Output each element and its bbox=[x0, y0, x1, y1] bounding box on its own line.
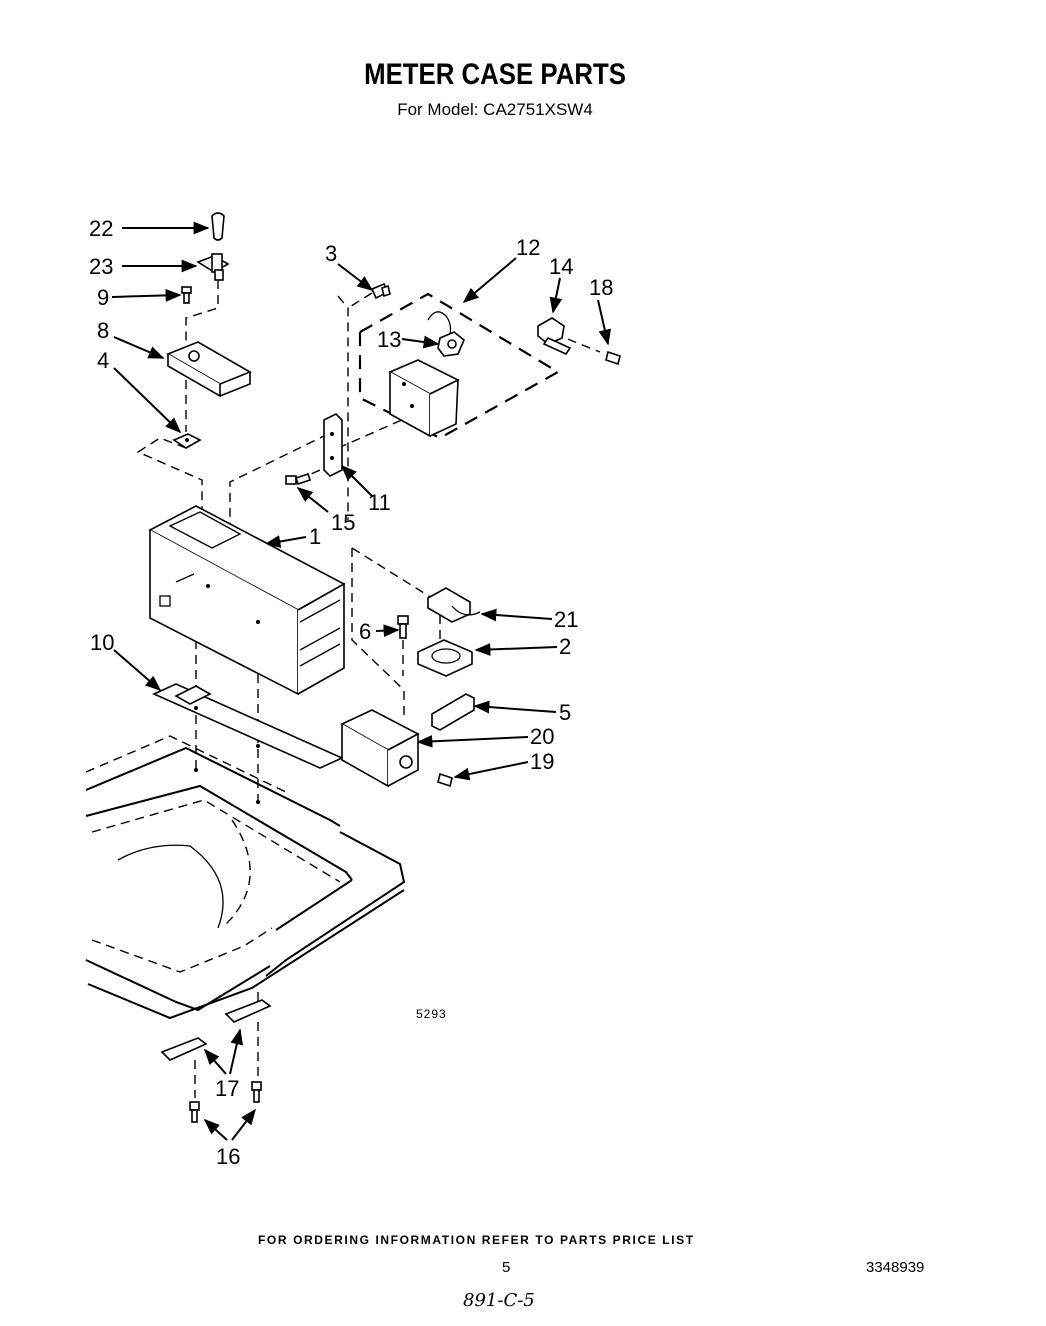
slide-5 bbox=[431, 693, 475, 731]
ordering-info-note: FOR ORDERING INFORMATION REFER TO PARTS … bbox=[258, 1233, 695, 1247]
coin-box-20 bbox=[340, 709, 420, 788]
callout-6: 6 bbox=[359, 619, 372, 644]
callout-21: 21 bbox=[554, 607, 579, 632]
callout-18: 18 bbox=[589, 275, 614, 300]
callout-2: 2 bbox=[559, 634, 572, 659]
drawing-code: 5293 bbox=[416, 1007, 447, 1021]
model-subtitle: For Model: CA2751XSW4 bbox=[397, 100, 593, 119]
page-number: 5 bbox=[502, 1259, 511, 1276]
screw-3 bbox=[370, 282, 391, 300]
screw-15 bbox=[285, 472, 312, 486]
callout-13: 13 bbox=[377, 327, 402, 352]
callout-10: 10 bbox=[90, 630, 115, 655]
callout-9: 9 bbox=[97, 285, 110, 310]
bracket-8 bbox=[166, 341, 252, 398]
timer-13 bbox=[427, 311, 465, 357]
page-title: METER CASE PARTS bbox=[364, 58, 626, 91]
plate-10 bbox=[152, 683, 344, 769]
clip-17-left bbox=[160, 1037, 208, 1061]
callout-5: 5 bbox=[559, 700, 572, 725]
callout-23: 23 bbox=[89, 254, 114, 279]
timer-housing-12 bbox=[388, 359, 460, 438]
switch-14 bbox=[537, 317, 572, 356]
screw-6 bbox=[397, 615, 409, 639]
callout-17: 17 bbox=[215, 1076, 240, 1101]
bracket-11 bbox=[323, 413, 343, 477]
callout-20: 20 bbox=[530, 724, 555, 749]
actuator-21 bbox=[427, 587, 481, 623]
callout-3: 3 bbox=[325, 241, 338, 266]
knob-base-23 bbox=[196, 253, 230, 281]
leader-lines bbox=[111, 221, 612, 1141]
knob-22 bbox=[211, 212, 225, 241]
screw-9 bbox=[181, 286, 192, 304]
screw-19 bbox=[437, 772, 453, 788]
screw-16-left bbox=[189, 1101, 200, 1123]
assembly-lines bbox=[136, 280, 601, 1098]
console-top bbox=[85, 735, 406, 1020]
handwritten-note: 891-C-5 bbox=[463, 1290, 535, 1311]
callout-11: 11 bbox=[368, 490, 391, 515]
meter-case-1 bbox=[148, 505, 346, 696]
callout-22: 22 bbox=[89, 216, 114, 241]
callout-19: 19 bbox=[530, 749, 555, 774]
coin-cup-2 bbox=[417, 639, 473, 677]
callout-14: 14 bbox=[549, 254, 574, 279]
callout-8: 8 bbox=[97, 318, 110, 343]
callout-1: 1 bbox=[309, 524, 322, 549]
clip-4 bbox=[172, 433, 202, 449]
screw-18 bbox=[605, 350, 621, 366]
screw-16-right bbox=[251, 1081, 262, 1103]
document-number: 3348939 bbox=[866, 1259, 925, 1276]
callout-16: 16 bbox=[216, 1144, 241, 1169]
callout-15: 15 bbox=[331, 510, 356, 535]
callout-12: 12 bbox=[516, 235, 541, 260]
callout-4: 4 bbox=[97, 348, 110, 373]
clip-17-right bbox=[224, 999, 272, 1023]
